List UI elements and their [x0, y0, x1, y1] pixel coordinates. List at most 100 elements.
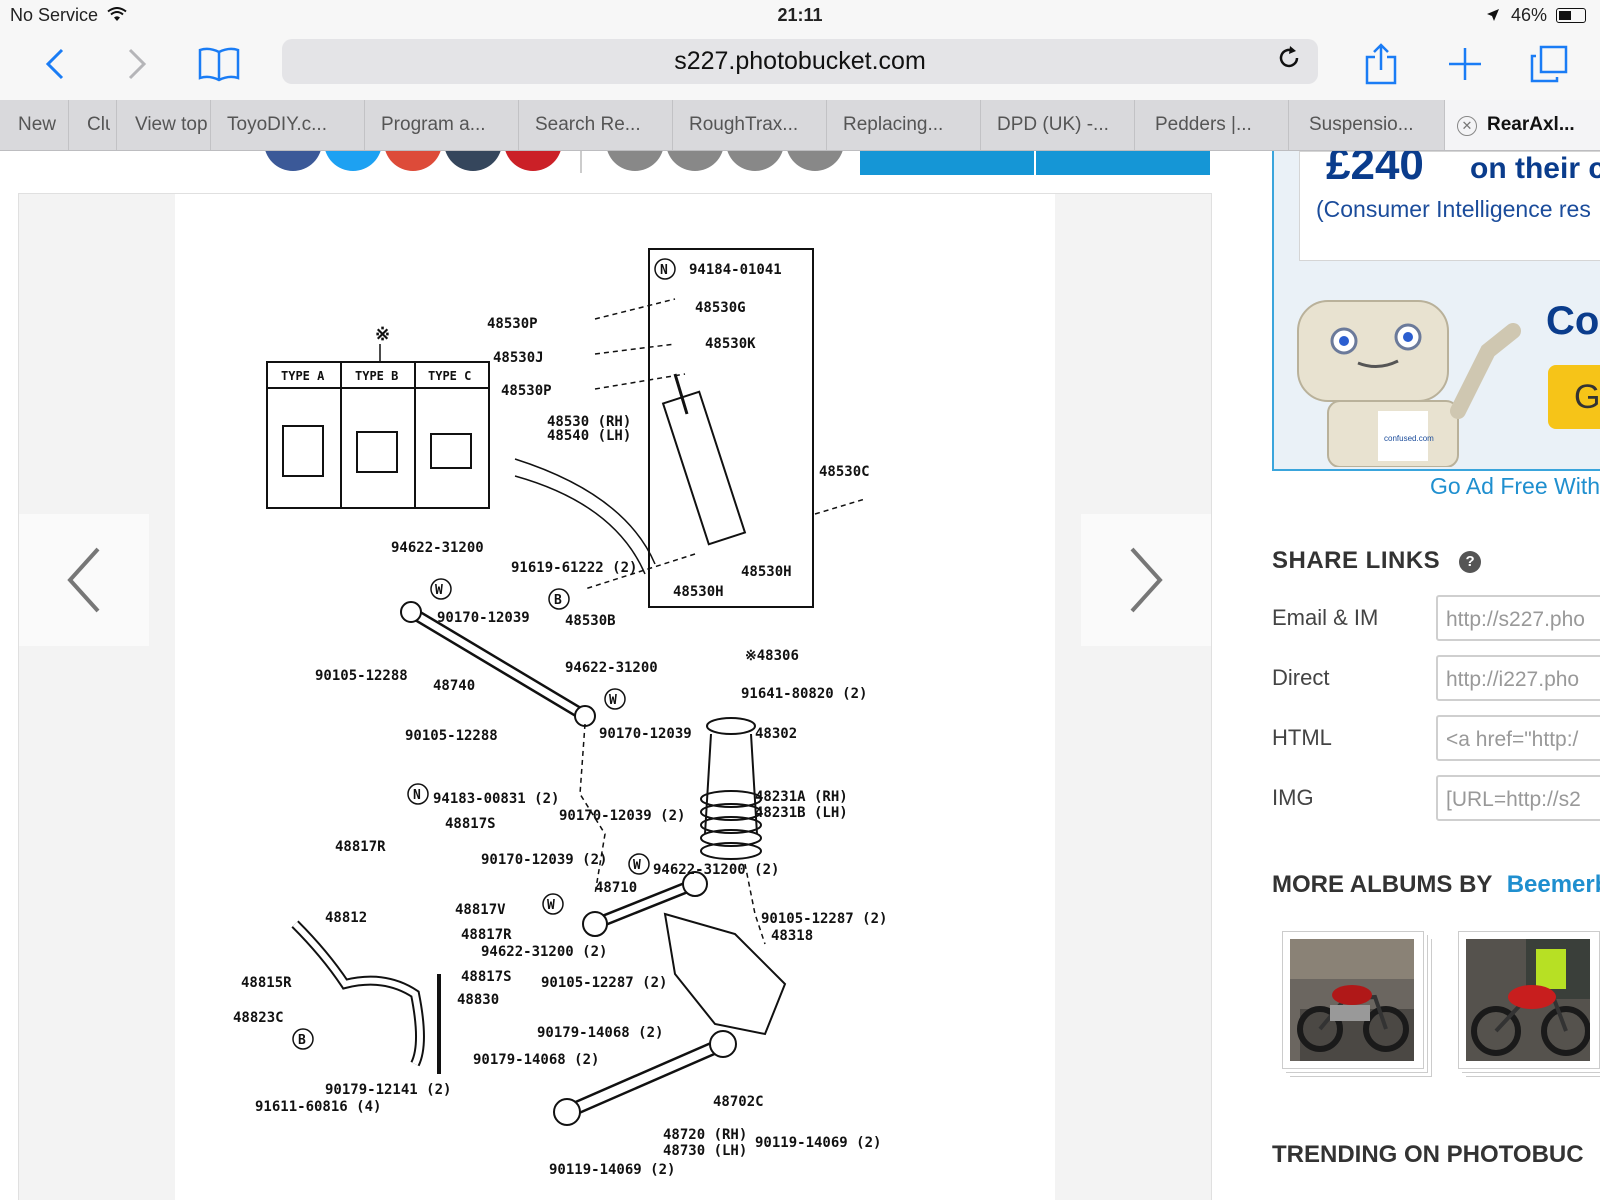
- share-label: Email & IM: [1272, 605, 1379, 630]
- help-icon[interactable]: ?: [1459, 551, 1482, 573]
- part-label: 94622-31200 (2): [481, 944, 607, 960]
- part-label: 90170-12039 (2): [559, 808, 685, 824]
- part-label: 48830: [457, 992, 499, 1008]
- next-image-button[interactable]: [1081, 514, 1211, 646]
- tab-label: RoughTrax...: [689, 114, 799, 135]
- more-albums-heading: MORE ALBUMS BY Beemerb: [1272, 871, 1600, 899]
- tab-10[interactable]: Suspensio...: [1288, 100, 1444, 150]
- tab-4[interactable]: Program a...: [364, 100, 518, 150]
- download-button[interactable]: [860, 151, 1034, 175]
- tab-11-active[interactable]: ✕RearAxl...: [1444, 100, 1600, 150]
- part-label: 48530H: [673, 584, 724, 600]
- part-label: 90105-12287 (2): [541, 975, 667, 991]
- link-share-icon[interactable]: [606, 151, 664, 171]
- wifi-icon: [107, 7, 127, 21]
- twitter-share-icon[interactable]: [324, 151, 382, 171]
- trending-heading: TRENDING ON PHOTOBUC: [1272, 1141, 1584, 1168]
- new-tab-button[interactable]: [1440, 40, 1490, 88]
- back-button[interactable]: [30, 40, 80, 88]
- pinterest-share-icon[interactable]: [504, 151, 562, 171]
- tab-7[interactable]: Replacing...: [826, 100, 980, 150]
- html-link-field[interactable]: <a href="http:/: [1436, 715, 1600, 761]
- battery-icon: [1556, 8, 1586, 23]
- part-label: 48530C: [819, 464, 870, 480]
- part-label: 48815R: [241, 975, 292, 991]
- previous-image-button[interactable]: [19, 514, 149, 646]
- social-share-strip: [0, 151, 1210, 175]
- part-label: 48530K: [705, 336, 756, 352]
- album-thumbnail[interactable]: [1282, 931, 1424, 1069]
- share-row-img: IMG [URL=http://s2: [1272, 775, 1600, 825]
- tab-9[interactable]: Pedders |...: [1134, 100, 1288, 150]
- forward-button[interactable]: [112, 40, 162, 88]
- part-label: 48817S: [445, 816, 496, 832]
- marker-w: W: [633, 858, 641, 873]
- ad-go-button[interactable]: G: [1548, 365, 1600, 429]
- part-label: 90179-12141 (2): [325, 1082, 451, 1098]
- robot-mascot-icon: confused.com: [1297, 300, 1521, 467]
- share-button[interactable]: [1356, 40, 1406, 88]
- tabs-icon: [1530, 45, 1568, 83]
- more-share-icon[interactable]: [786, 151, 844, 171]
- part-label: 48231B (LH): [755, 805, 848, 821]
- part-label: 94622-31200 (2): [653, 862, 779, 878]
- marker-b: B: [298, 1033, 306, 1048]
- marker-w: W: [435, 583, 443, 598]
- reload-button[interactable]: [1276, 39, 1302, 84]
- ad-price: £240: [1326, 151, 1424, 189]
- marker-n: N: [660, 263, 668, 278]
- share-row-direct: Direct http://i227.pho: [1272, 655, 1600, 705]
- tab-0[interactable]: New: [0, 100, 60, 150]
- share-icon: [1365, 43, 1397, 85]
- email-link-field[interactable]: http://s227.pho: [1436, 595, 1600, 641]
- tab-3[interactable]: ToyoDIY.c...: [210, 100, 364, 150]
- part-label: 48817R: [335, 839, 386, 855]
- right-sidebar: £240 on their ca (Consumer Intelligence …: [1272, 151, 1600, 1200]
- tab-2[interactable]: View top: [116, 100, 210, 150]
- album-thumbnail[interactable]: [1458, 931, 1600, 1069]
- part-label: 90179-14068 (2): [473, 1052, 599, 1068]
- facebook-share-icon[interactable]: [264, 151, 322, 171]
- part-label: 48530P: [487, 316, 538, 332]
- album-owner-link[interactable]: Beemerb: [1506, 871, 1600, 898]
- part-label: ※48306: [745, 648, 799, 664]
- advertisement[interactable]: £240 on their ca (Consumer Intelligence …: [1272, 151, 1600, 471]
- tab-label: View top: [135, 114, 208, 135]
- img-link-field[interactable]: [URL=http://s2: [1436, 775, 1600, 821]
- part-label: 94184-01041: [689, 262, 782, 278]
- type-a-header: TYPE A: [281, 369, 325, 383]
- part-label: 48530B: [565, 613, 616, 629]
- email-share-icon[interactable]: [666, 151, 724, 171]
- carrier-text: No Service: [10, 5, 99, 25]
- direct-link-field[interactable]: http://i227.pho: [1436, 655, 1600, 701]
- tab-6[interactable]: RoughTrax...: [672, 100, 826, 150]
- go-ad-free-link[interactable]: Go Ad Free With: [1430, 473, 1600, 499]
- embed-share-icon[interactable]: [726, 151, 784, 171]
- marker-n: N: [413, 788, 421, 803]
- close-tab-icon[interactable]: ✕: [1457, 116, 1477, 136]
- share-label: HTML: [1272, 725, 1332, 750]
- bookmarks-button[interactable]: [194, 40, 244, 88]
- google-plus-share-icon[interactable]: [384, 151, 442, 171]
- tabs-overview-button[interactable]: [1524, 40, 1574, 88]
- tab-label: Replacing...: [843, 114, 944, 135]
- share-links-title: SHARE LINKS: [1272, 547, 1441, 574]
- plus-icon: [1449, 48, 1481, 80]
- tab-label: Search Re...: [535, 114, 641, 135]
- tab-1[interactable]: Clu: [68, 100, 110, 150]
- part-label: 90119-14069 (2): [549, 1162, 675, 1178]
- address-bar[interactable]: s227.photobucket.com: [282, 39, 1318, 84]
- tab-8[interactable]: DPD (UK) -...: [980, 100, 1134, 150]
- type-c-header: TYPE C: [428, 369, 471, 383]
- tab-label: Suspensio...: [1309, 114, 1414, 135]
- image-viewer: ※ TYPE A TYPE B TYPE C: [18, 193, 1212, 1200]
- edit-button[interactable]: [1036, 151, 1210, 175]
- marker-b: B: [554, 593, 562, 608]
- ad-headline-box: £240 on their ca (Consumer Intelligence …: [1299, 151, 1600, 261]
- location-arrow-icon: [1486, 9, 1499, 21]
- part-label: 90119-14069 (2): [755, 1135, 881, 1151]
- part-label: 48817R: [461, 927, 512, 943]
- tab-5[interactable]: Search Re...: [518, 100, 672, 150]
- motorcycle-photo: [1290, 939, 1414, 1061]
- tumblr-share-icon[interactable]: [444, 151, 502, 171]
